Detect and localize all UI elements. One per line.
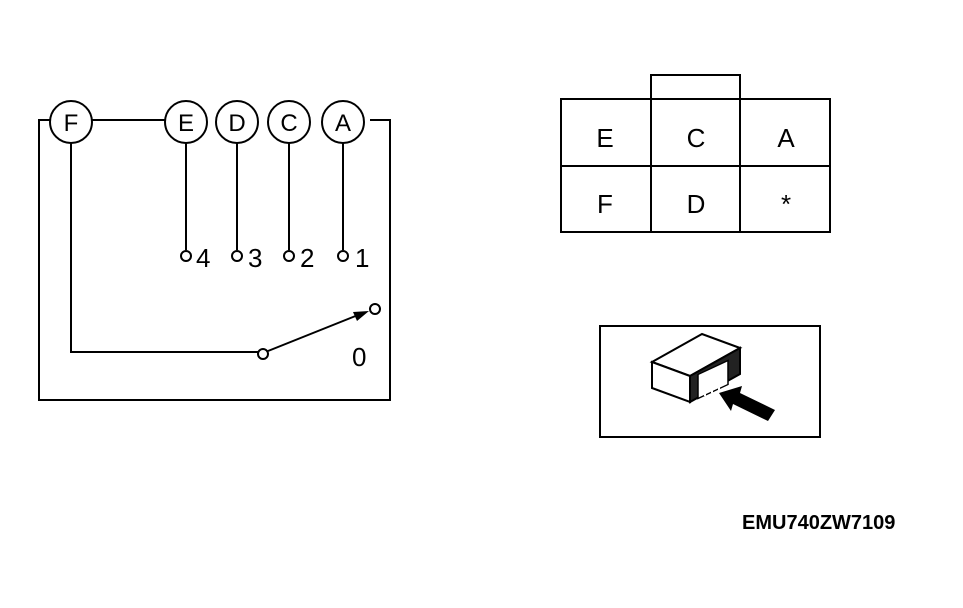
lead-f — [70, 143, 258, 353]
contact-1 — [337, 250, 349, 262]
switch-arm — [267, 312, 364, 352]
figure-code: EMU740ZW7109 — [742, 512, 896, 534]
connector-illustration — [649, 332, 743, 404]
connector-cell-star: * — [781, 189, 791, 219]
contact-0 — [369, 303, 381, 315]
position-3-label: 3 — [248, 243, 262, 273]
position-0-label: 0 — [352, 342, 366, 372]
connector-face — [560, 74, 831, 233]
connector-view-frame — [599, 325, 821, 438]
switch-arrowhead — [353, 311, 369, 321]
switch-frame — [38, 119, 391, 401]
connector-cell-a: A — [777, 123, 795, 153]
contact-3 — [231, 250, 243, 262]
switch-pivot — [257, 348, 269, 360]
insert-arrow-icon — [719, 386, 775, 421]
terminal-d-label: D — [228, 110, 245, 137]
position-1-label: 1 — [355, 243, 369, 273]
position-4-label: 4 — [196, 243, 210, 273]
connector-cell-f: F — [597, 189, 613, 219]
contact-2 — [283, 250, 295, 262]
position-2-label: 2 — [300, 243, 314, 273]
terminal-c-label: C — [280, 110, 297, 137]
connector-cell-c: C — [687, 123, 706, 153]
contact-4 — [180, 250, 192, 262]
terminal-e-label: E — [178, 110, 194, 137]
terminal-a-label: A — [335, 110, 351, 137]
connector-cell-e: E — [596, 123, 613, 153]
connector-cell-d: D — [687, 189, 706, 219]
terminal-f-label: F — [64, 110, 79, 137]
